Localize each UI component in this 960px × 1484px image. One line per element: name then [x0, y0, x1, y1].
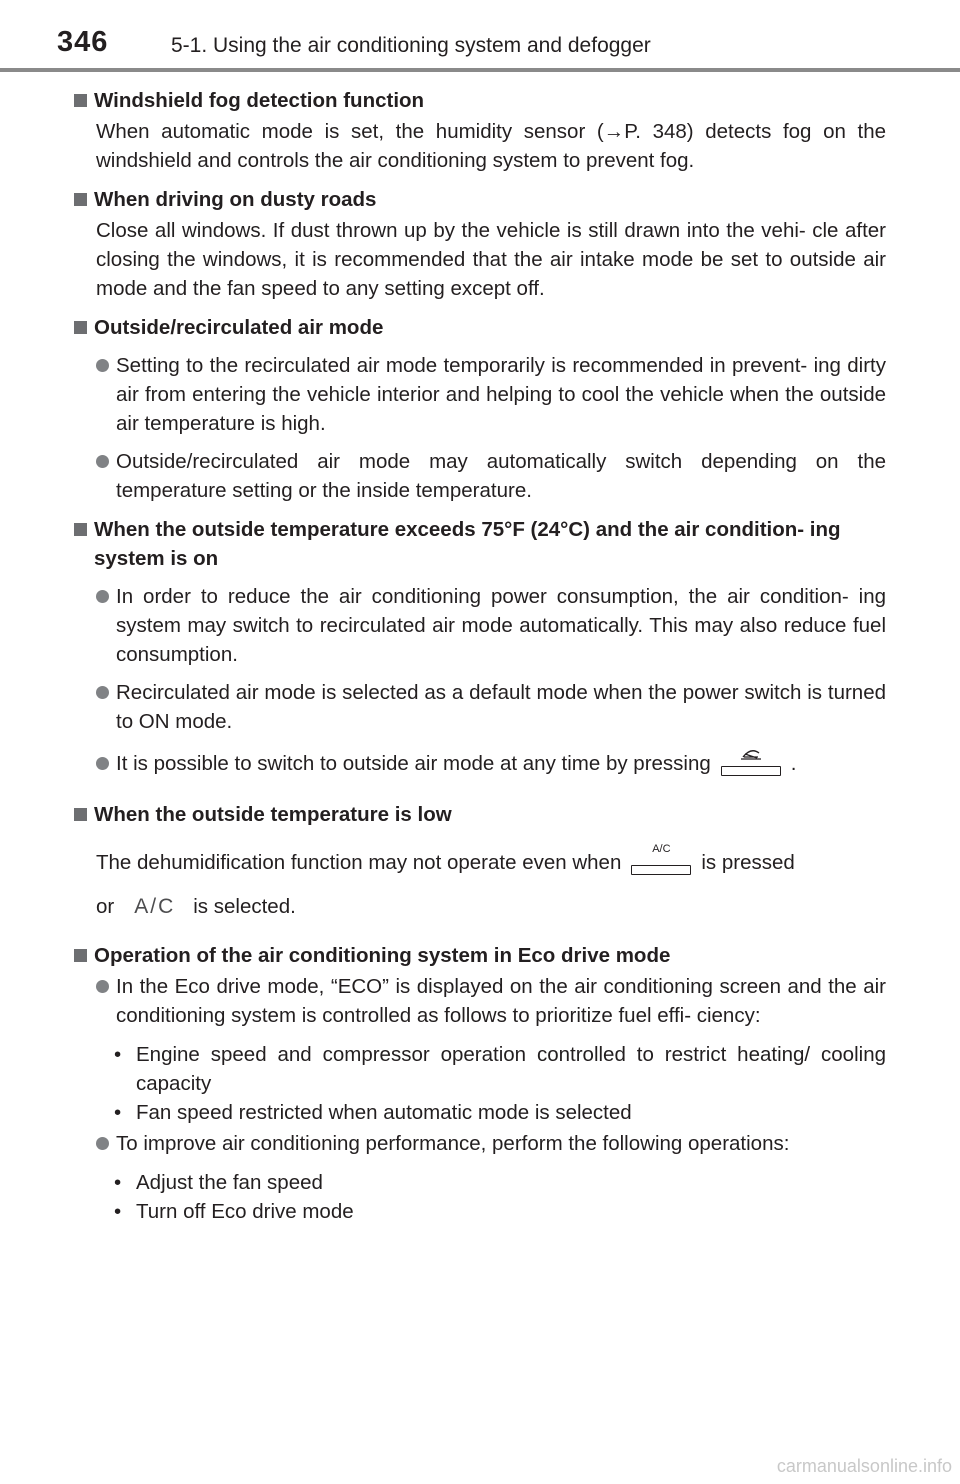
- round-bullet-icon: [96, 686, 109, 699]
- round-bullet-icon: [96, 980, 109, 993]
- button-indicator-bar: [720, 766, 781, 776]
- list-item: In the Eco drive mode, “ECO” is displaye…: [74, 972, 886, 1030]
- square-bullet-icon: [74, 949, 87, 962]
- round-bullet-icon: [96, 1137, 109, 1150]
- heading-eco-drive: Operation of the air conditioning system…: [74, 941, 886, 970]
- sub-list: • Adjust the fan speed • Turn off Eco dr…: [74, 1168, 886, 1226]
- sub-bullet-mark: •: [114, 1101, 122, 1124]
- heading-air-mode: Outside/recirculated air mode: [74, 313, 886, 342]
- page-content: Windshield fog detection function When a…: [74, 86, 886, 1226]
- list-item: Recirculated air mode is selected as a d…: [74, 678, 886, 736]
- paragraph-outside-temp-low: The dehumidification function may not op…: [74, 841, 886, 929]
- round-bullet-icon: [96, 757, 109, 770]
- sub-list-item: • Engine speed and compressor operation …: [114, 1040, 886, 1098]
- square-bullet-icon: [74, 523, 87, 536]
- sub-list: • Engine speed and compressor operation …: [74, 1040, 886, 1127]
- sub-bullet-mark: •: [114, 1200, 122, 1223]
- ac-button: A/C: [629, 843, 693, 877]
- ac-screen-label: A/C: [134, 895, 176, 918]
- list-item: It is possible to switch to outside air …: [74, 742, 886, 786]
- list-item: Outside/recirculated air mode may automa…: [74, 447, 886, 505]
- outside-air-button: [719, 744, 783, 778]
- header-divider: [0, 68, 960, 72]
- paragraph-windshield-fog: When automatic mode is set, the humidity…: [96, 120, 886, 172]
- page-header: 346 5-1. Using the air conditioning syst…: [0, 0, 960, 80]
- list-item: To improve air conditioning performance,…: [74, 1129, 886, 1158]
- heading-dusty-roads: When driving on dusty roads: [74, 185, 886, 214]
- page-number: 346: [57, 26, 109, 58]
- square-bullet-icon: [74, 321, 87, 334]
- heading-outside-temp-low: When the outside temperature is low: [74, 800, 886, 829]
- round-bullet-icon: [96, 359, 109, 372]
- outside-air-icon: [740, 750, 761, 760]
- heading-windshield-fog: Windshield fog detection function: [74, 86, 886, 115]
- sub-bullet-mark: •: [114, 1043, 122, 1066]
- section-title: 5-1. Using the air conditioning system a…: [171, 34, 651, 57]
- sub-bullet-mark: •: [114, 1171, 122, 1194]
- round-bullet-icon: [96, 455, 109, 468]
- square-bullet-icon: [74, 94, 87, 107]
- list-item: In order to reduce the air conditioning …: [74, 582, 886, 669]
- heading-outside-temp-high: When the outside temperature exceeds 75°…: [74, 515, 886, 573]
- button-indicator-bar: [631, 865, 692, 875]
- round-bullet-icon: [96, 590, 109, 603]
- paragraph-dusty-roads: Close all windows. If dust thrown up by …: [96, 219, 886, 300]
- ac-button-label: A/C: [652, 843, 671, 855]
- watermark: carmanualsonline.info: [776, 1456, 952, 1476]
- square-bullet-icon: [74, 808, 87, 821]
- sub-list-item: • Fan speed restricted when automatic mo…: [114, 1098, 886, 1127]
- square-bullet-icon: [74, 193, 87, 206]
- sub-list-item: • Turn off Eco drive mode: [114, 1197, 886, 1226]
- list-item: Setting to the recirculated air mode tem…: [74, 351, 886, 438]
- sub-list-item: • Adjust the fan speed: [114, 1168, 886, 1197]
